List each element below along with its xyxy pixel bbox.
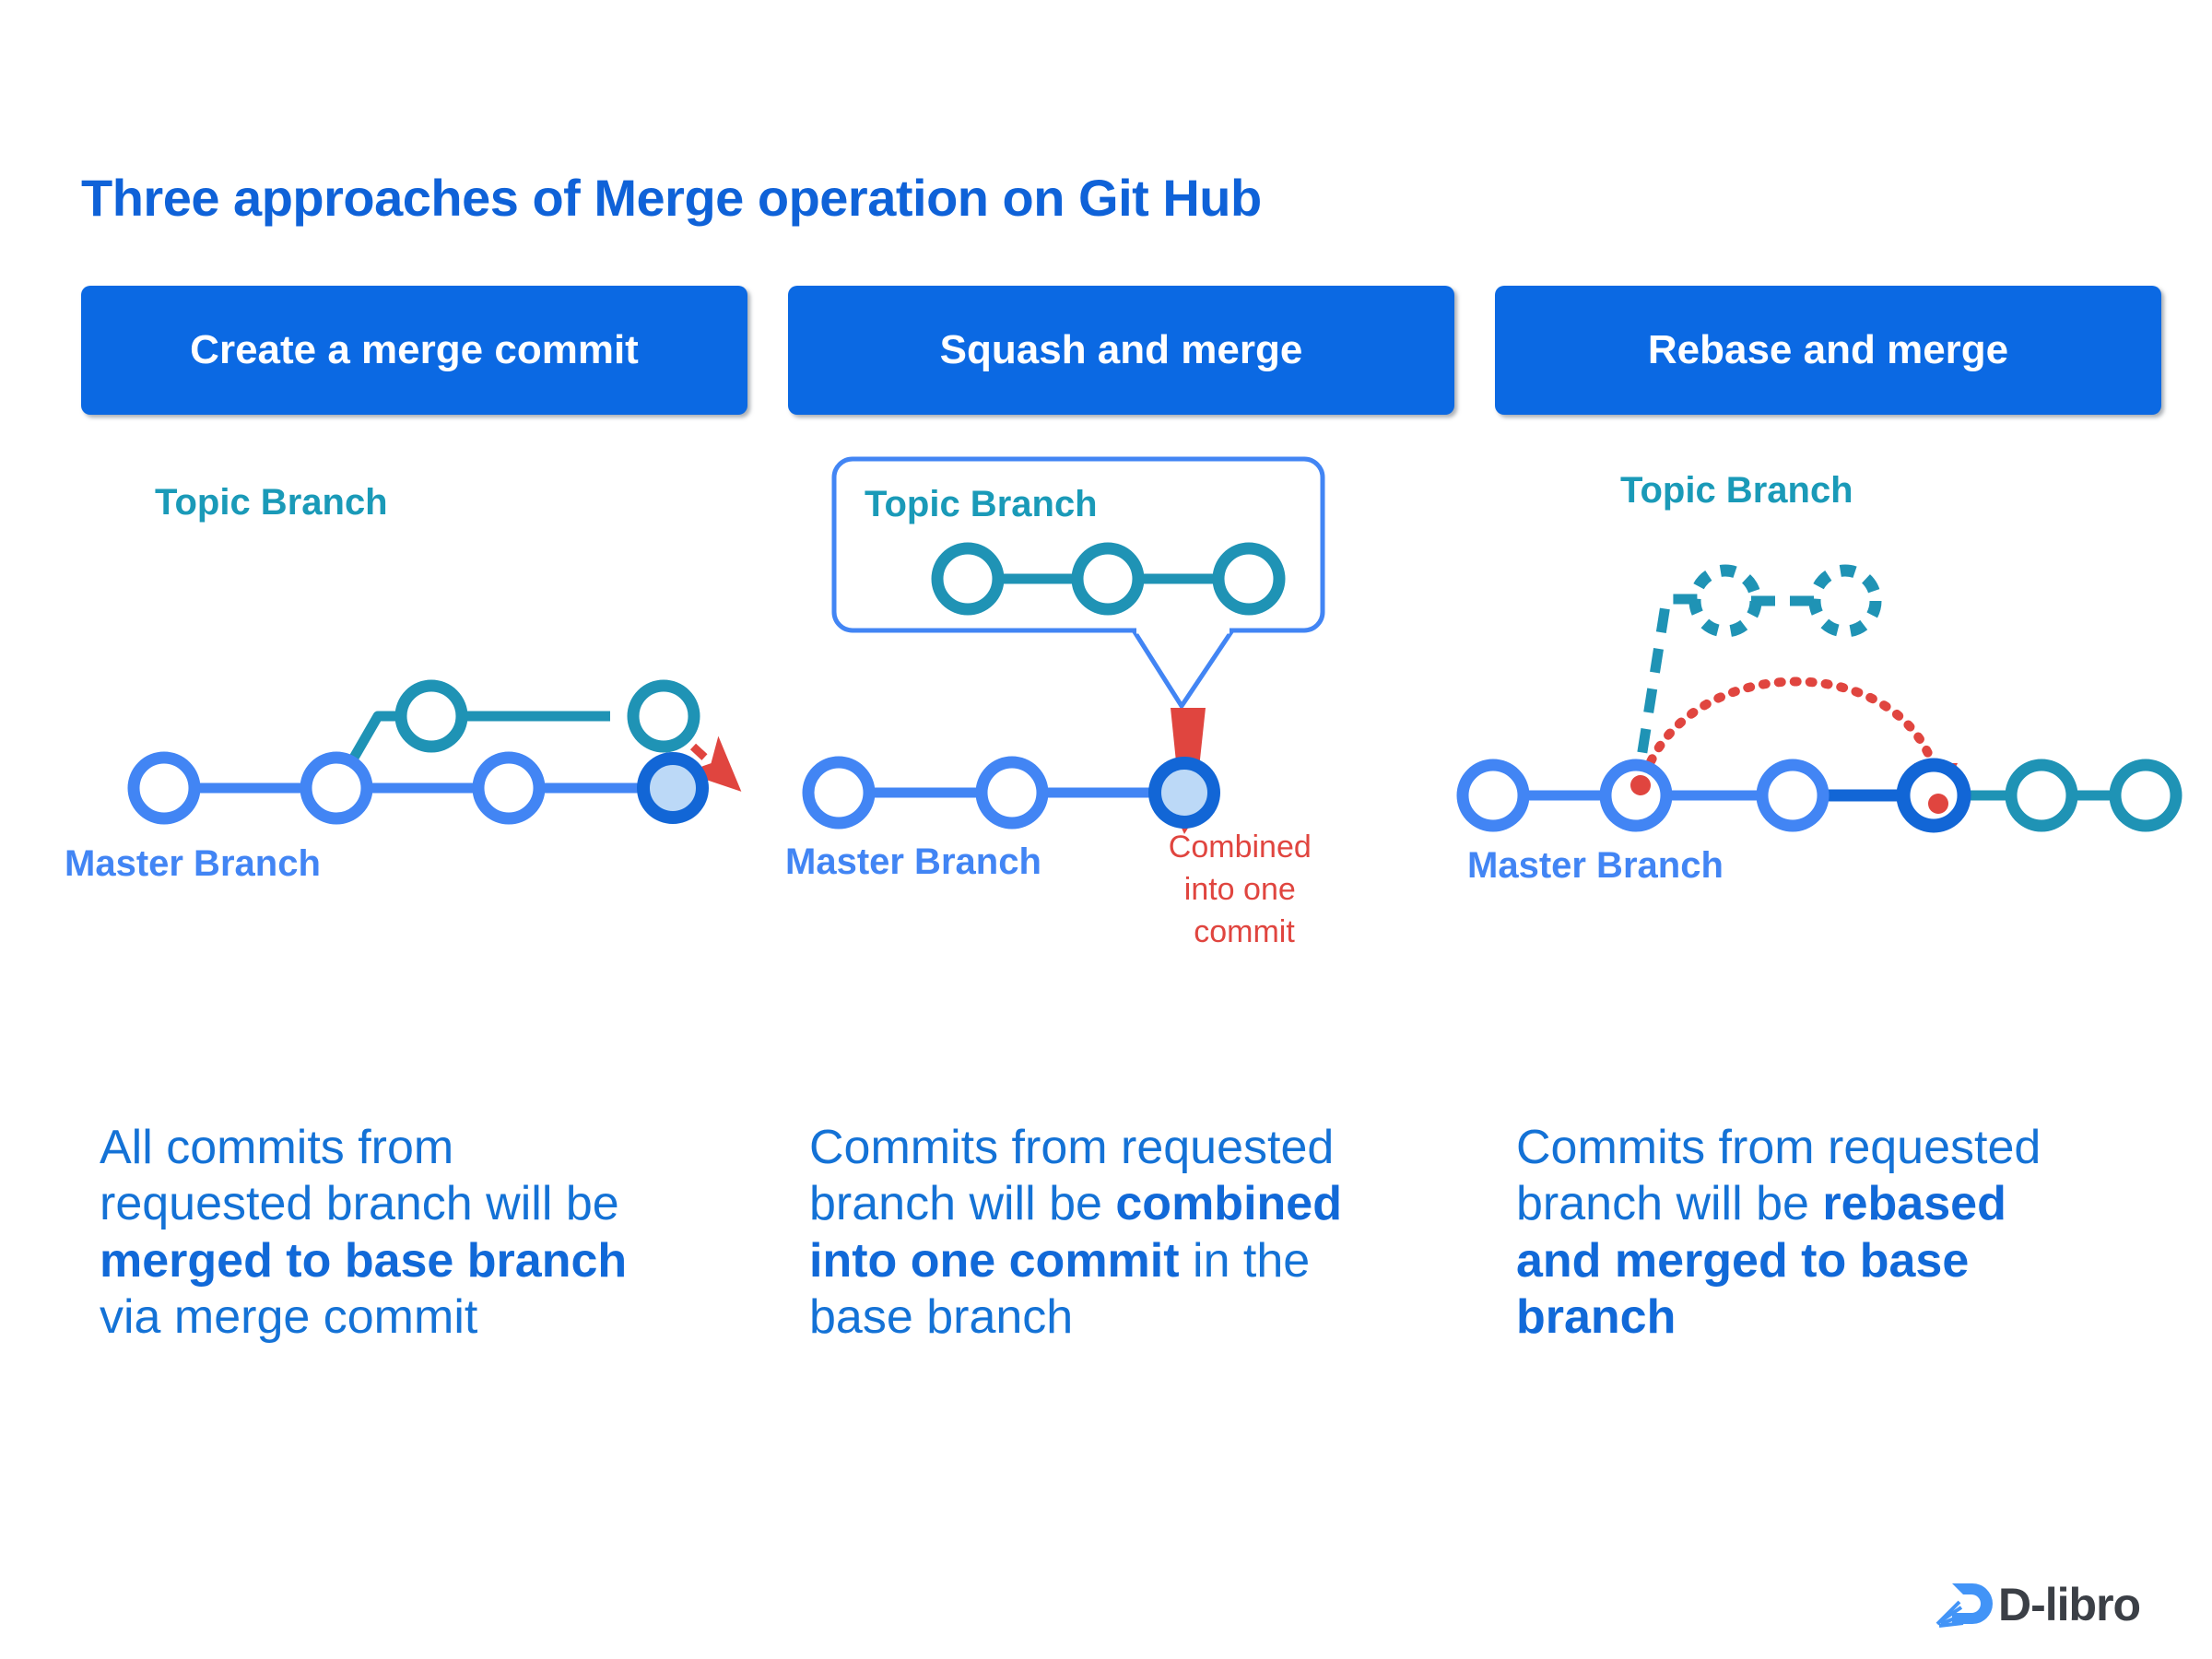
topic-commit-node [394,679,468,753]
master-commit-node [127,751,201,825]
ghost-commit-node [1808,564,1882,638]
topic-commit-node [1212,542,1286,616]
description-text-pre: All commits from requested branch will b… [100,1121,619,1231]
master-commit-node [300,751,373,825]
diagram-create-merge-commit: Topic Branch Master Branch [55,442,765,1014]
master-commit-node [975,756,1049,830]
rebase-target-dot [1928,794,1948,814]
topic-branch-label: Topic Branch [865,484,1098,524]
approach-button-label: Squash and merge [939,327,1303,372]
master-commit-node [802,756,876,830]
master-commit-node [1599,759,1673,832]
approach-button-create-merge-commit[interactable]: Create a merge commit [81,286,747,415]
replayed-commit-node [2005,759,2078,832]
master-commit-node [472,751,546,825]
ghost-topic-branch-line [1630,594,1698,794]
master-branch-label: Master Branch [65,843,321,884]
merge-arrow-icon [684,735,742,792]
description-text-pre: Commits from requested branch will be [1516,1121,2041,1231]
master-commit-node [1756,759,1830,832]
combined-commit-label: Combined into one commit [1169,830,1320,949]
diagram-rebase-and-merge: Topic Branch Master Branch [1456,442,2194,1014]
master-commit-node [1456,759,1530,832]
approach-button-rebase-and-merge[interactable]: Rebase and merge [1495,286,2161,415]
topic-commit-node [627,679,700,753]
ghost-commit-node [1688,564,1762,638]
replayed-commit-node [2109,759,2183,832]
rebase-source-dot [1630,775,1651,795]
combined-commit-node [1148,757,1220,829]
page-title: Three approaches of Merge operation on G… [81,169,1262,227]
description-text-post: in the base branch [809,1233,1311,1345]
approach-button-squash-and-merge[interactable]: Squash and merge [788,286,1454,415]
d-libro-mark-icon [1936,1583,1993,1628]
description-text-post: via merge commit [100,1290,478,1345]
description-text-bold: merged to base branch [100,1233,628,1288]
description-text-bold: rebased and merged to base branch [1516,1177,2006,1345]
approach-button-label: Rebase and merge [1647,327,2009,372]
description-create-merge-commit: All commits from requested branch will b… [100,1120,671,1346]
brand-logo: D-libro [1936,1578,2141,1631]
topic-branch-label: Topic Branch [155,482,388,523]
topic-commit-node [1071,542,1145,616]
description-text-pre: Commits from requested branch will be [809,1121,1335,1231]
description-rebase-and-merge: Commits from requested branch will be re… [1516,1120,2088,1346]
master-branch-label: Master Branch [785,841,1041,882]
description-text-bold: combined into one commit [809,1177,1342,1288]
callout-tail [1131,629,1235,709]
merge-commit-node [637,752,709,824]
rebase-arc-line [1636,677,1938,795]
brand-logo-text: D-libro [1998,1579,2141,1630]
topic-commit-node [931,542,1005,616]
diagram-squash-and-merge: Topic Branch Master Branch Combined into… [783,442,1484,1014]
description-squash-and-merge: Commits from requested branch will be co… [809,1120,1381,1346]
master-branch-label: Master Branch [1467,845,1724,886]
topic-branch-label: Topic Branch [1620,470,1853,511]
approach-button-label: Create a merge commit [190,327,639,372]
